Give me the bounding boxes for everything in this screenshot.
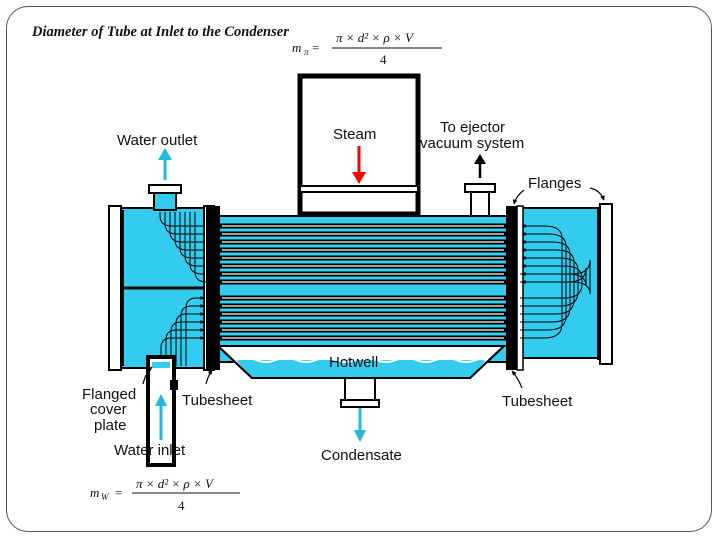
right-cover-plate — [599, 203, 613, 365]
flanges-leader-left — [512, 189, 525, 205]
formula-top-lhs: m — [292, 40, 301, 55]
tubesheet-right-leader — [511, 370, 523, 389]
turnaround-flow-line — [520, 259, 591, 295]
svg-text:=: = — [312, 40, 319, 55]
return-flow-line — [184, 212, 204, 267]
flanges-leader-right — [589, 187, 605, 201]
formula-bottom: m W = π × d² × ρ × V 4 — [90, 476, 240, 513]
steam-label: Steam — [333, 126, 376, 143]
formula-top: m π = π × d² × ρ × V 4 — [292, 30, 442, 67]
left-water-box — [108, 205, 209, 371]
formula-bottom-denominator: 4 — [178, 498, 185, 513]
water-outlet-label: Water outlet — [117, 132, 198, 149]
svg-text:=: = — [115, 485, 122, 500]
inlet-flow-line — [175, 312, 205, 366]
inlet-flow-line — [180, 304, 205, 366]
turnaround-flow-line — [520, 240, 571, 323]
slide-title: Diameter of Tube at Inlet to the Condens… — [31, 24, 289, 40]
steam-arrow-icon — [352, 172, 366, 184]
tubesheet-left-label: Tubesheet — [182, 392, 253, 409]
right-water-box — [513, 203, 613, 365]
tube-bundle — [220, 223, 506, 341]
formula-bottom-lhs: m — [90, 485, 99, 500]
inlet-flow-line — [160, 336, 205, 366]
tubesheet-right-label: Tubesheet — [502, 393, 573, 410]
formula-bottom-numerator: π × d² × ρ × V — [136, 476, 215, 491]
turnaround-flow-line — [520, 264, 583, 299]
flanged-cover-plate-label-line1: Flanged — [82, 386, 136, 403]
return-flow-line — [159, 212, 204, 227]
outlet-arrow-icon — [158, 148, 172, 160]
ejector-label-line2: vacuum system — [420, 135, 524, 152]
inlet-flow-line — [185, 296, 205, 366]
hotwell-label: Hotwell — [329, 354, 378, 371]
return-flow-line — [194, 212, 208, 283]
condensate-arrow-icon — [354, 430, 366, 442]
turnaround-flow-line — [520, 224, 563, 339]
flanged-cover-plate-label-line3: plate — [94, 417, 127, 434]
condensate-label: Condensate — [321, 447, 402, 464]
return-flow-line — [189, 212, 204, 275]
turnaround-flow-line — [520, 232, 567, 331]
tubesheet-left-leader — [205, 369, 213, 385]
return-flow-line — [164, 212, 204, 235]
flanged-leader — [142, 366, 153, 385]
slide-frame — [6, 6, 712, 532]
water-outlet-nozzle — [148, 148, 182, 211]
formula-top-numerator: π × d² × ρ × V — [336, 30, 415, 45]
flanges-label: Flanges — [528, 175, 581, 192]
water-inlet-pipe — [146, 355, 178, 467]
water-flow-lines — [159, 212, 591, 366]
inlet-flow-line — [170, 320, 205, 366]
formula-top-denominator: 4 — [380, 52, 387, 67]
return-flow-line — [174, 212, 204, 251]
return-flow-line — [169, 212, 204, 243]
hotwell — [215, 345, 507, 408]
return-flow-line — [179, 212, 204, 259]
steam-inlet — [297, 73, 421, 217]
water-inlet-label: Water inlet — [114, 442, 186, 459]
formula-top-lhs-sub: π — [304, 47, 309, 57]
turnaround-flow-line — [520, 267, 587, 287]
ejector-label-line1: To ejector — [440, 119, 505, 136]
ejector-arrow-icon — [474, 154, 486, 164]
turnaround-flow-line — [520, 248, 575, 315]
flanged-cover-plate-label-line2: cover — [90, 401, 127, 418]
turnaround-flow-line — [520, 256, 579, 307]
ejector-nozzle — [464, 154, 496, 217]
left-cover-plate — [108, 205, 122, 371]
inlet-flow-line — [165, 328, 205, 366]
inlet-arrow-icon — [155, 394, 167, 406]
formula-bottom-lhs-sub: W — [101, 492, 110, 502]
